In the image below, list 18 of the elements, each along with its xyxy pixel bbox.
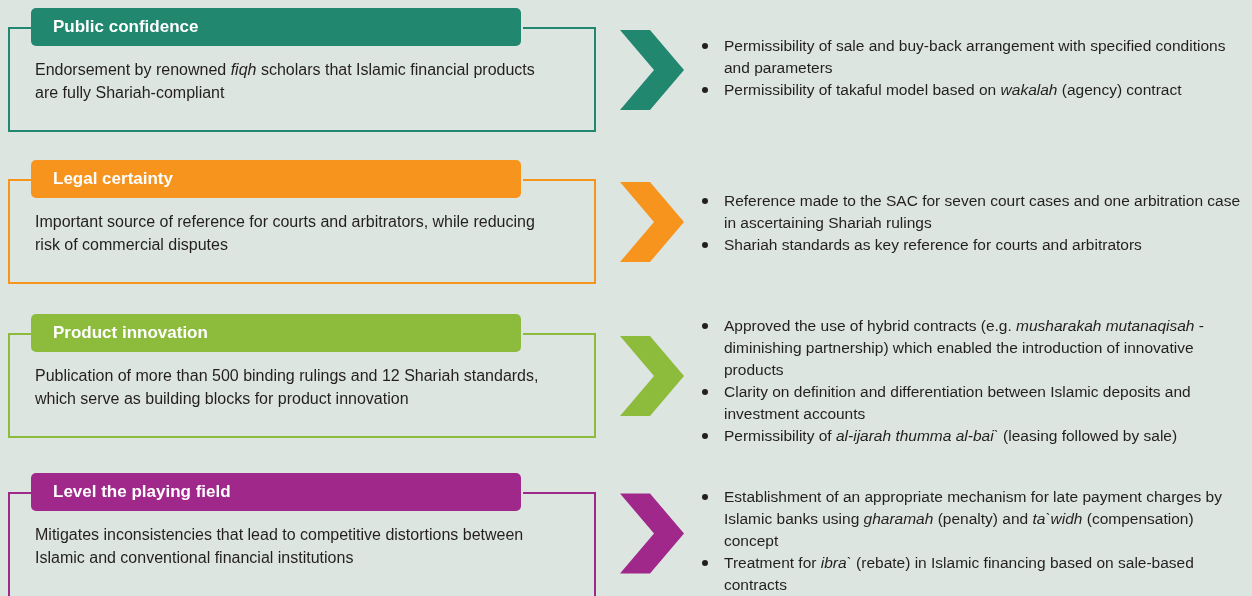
heading-tab: Legal certainty xyxy=(31,160,521,198)
chevron-arrow xyxy=(620,493,684,574)
chevron-arrow xyxy=(620,182,684,262)
description-text: Publication of more than 500 binding rulings and 12 Shariah standards, which serve as building blocks for product innovation xyxy=(35,366,540,409)
bullet-point-text: Shariah standards as key reference for courts and arbitrators xyxy=(724,235,1143,255)
description-text: Endorsement by renowned fiqh scholars that Islamic financial products are fully Shariah-compliant xyxy=(35,60,536,103)
bullet-point-text: Treatment for ibra` (rebate) in Islamic financing based on sale-based contracts xyxy=(724,553,1195,595)
chevron-arrow xyxy=(620,30,684,110)
description-text: Mitigates inconsistencies that lead to competitive distortions between Islamic and conventional financial institutions xyxy=(35,525,525,568)
heading-tab: Public confidence xyxy=(31,8,521,46)
bullet-point-text: Approved the use of hybrid contracts (e.g. musharakah mutanaqisah - diminishing partnership) which enabled the introduction of innovative products xyxy=(724,316,1205,380)
bullet-point-text: Reference made to the SAC for seven court cases and one arbitration case in ascertaining Shariah rulings xyxy=(724,191,1242,233)
heading-tab: Level the playing field xyxy=(31,473,521,511)
bullet-point-text: Permissibility of al-ijarah thumma al-bai` (leasing followed by sale) xyxy=(724,426,1179,446)
heading-tab: Product innovation xyxy=(31,314,521,352)
description-text: Important source of reference for courts and arbitrators, while reducing risk of commercial disputes xyxy=(35,212,536,255)
bullet-point-text: Permissibility of takaful model based on wakalah (agency) contract xyxy=(724,80,1183,100)
chevron-arrow xyxy=(620,336,684,416)
